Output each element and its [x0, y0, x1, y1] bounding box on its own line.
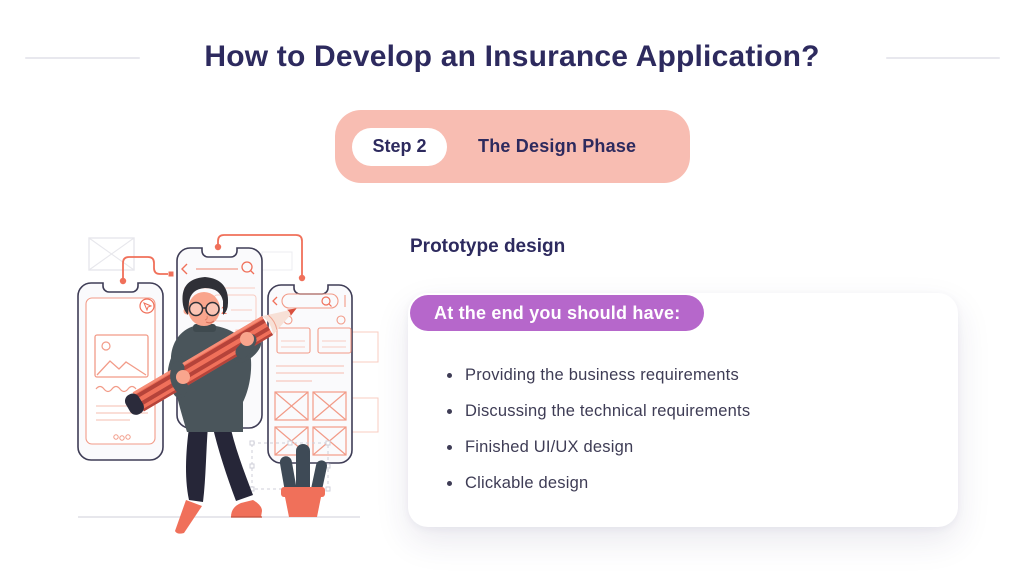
step-number-pill: Step 2: [352, 127, 447, 166]
checklist-item: Clickable design: [447, 472, 750, 494]
checklist-item: Finished UI/UX design: [447, 436, 750, 458]
checklist-item: Providing the business requirements: [447, 364, 750, 386]
title-divider-right: [886, 57, 1000, 59]
step-phase-label: The Design Phase: [478, 136, 637, 156]
phone-wireframe-right: [267, 284, 353, 464]
connector-arrow-top: [214, 234, 306, 282]
step-badge: Step 2 The Design Phase: [335, 110, 690, 183]
checklist-item: Discussing the technical requirements: [447, 400, 750, 422]
potted-cactus: [249, 440, 331, 517]
designer-illustration: 2: [77, 234, 379, 534]
checklist-item-label: Discussing the technical requirements: [465, 401, 751, 420]
image-placeholder-icon: [88, 237, 135, 271]
title-divider-left: [25, 57, 140, 59]
pencil: [124, 308, 297, 415]
deliverables-card: At the end you should have: Providing th…: [408, 293, 958, 527]
page-title: How to Develop an Insurance Application?: [204, 40, 820, 73]
bullet-dot: [447, 372, 452, 378]
checklist-item-label: Finished UI/UX design: [465, 437, 634, 456]
phone-wireframe-left: [77, 282, 164, 461]
bullet-dot: [447, 480, 452, 486]
bullet-dot: [447, 408, 452, 414]
checklist-item-label: Clickable design: [465, 473, 589, 492]
card-title-pill: At the end you should have:: [410, 295, 705, 331]
section-heading: Prototype design: [410, 236, 566, 257]
checklist-item-label: Providing the business requirements: [465, 365, 739, 384]
bullet-dot: [447, 444, 452, 450]
hands-on-pencil: [170, 332, 257, 395]
connector-arrow-left: [119, 256, 174, 285]
